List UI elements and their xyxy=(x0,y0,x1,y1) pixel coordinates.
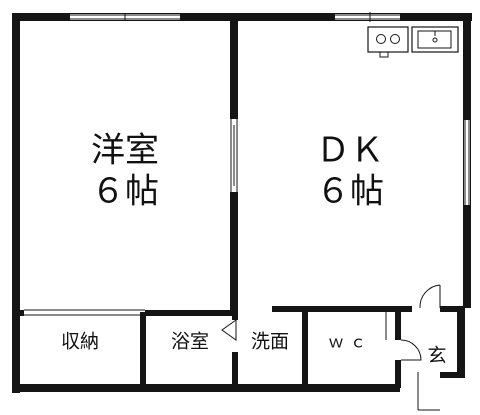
entrance-door xyxy=(417,284,441,411)
service-dividers xyxy=(140,312,401,388)
wall-top xyxy=(12,13,472,21)
center-partition xyxy=(230,21,238,312)
kitchen-counter xyxy=(367,26,459,58)
window-dk-top xyxy=(335,14,400,20)
wall-entrance-bottom xyxy=(440,372,465,378)
bathroom-label: 浴室 xyxy=(171,331,209,353)
wall-left xyxy=(12,13,20,393)
top-windows xyxy=(70,12,400,22)
service-strip-wall xyxy=(12,306,465,316)
western-room-name: 洋室 xyxy=(91,131,159,171)
dk-size: ６帖 xyxy=(316,172,384,212)
bathroom-door xyxy=(221,319,237,341)
dk-name: ＤＫ xyxy=(316,131,384,171)
stove-icon xyxy=(367,26,409,53)
entrance-label: 玄 xyxy=(427,345,446,367)
toilet-door-swing xyxy=(400,339,422,361)
sink-icon xyxy=(411,26,459,53)
storage-label: 収納 xyxy=(61,331,99,353)
window-dk-right xyxy=(464,120,470,205)
washroom-label: 洗面 xyxy=(251,331,289,353)
western-room-size: ６帖 xyxy=(91,172,159,212)
wall-bottom xyxy=(12,384,400,392)
toilet-label: ｗｃ xyxy=(328,333,372,352)
wall-entrance-right xyxy=(457,308,465,378)
